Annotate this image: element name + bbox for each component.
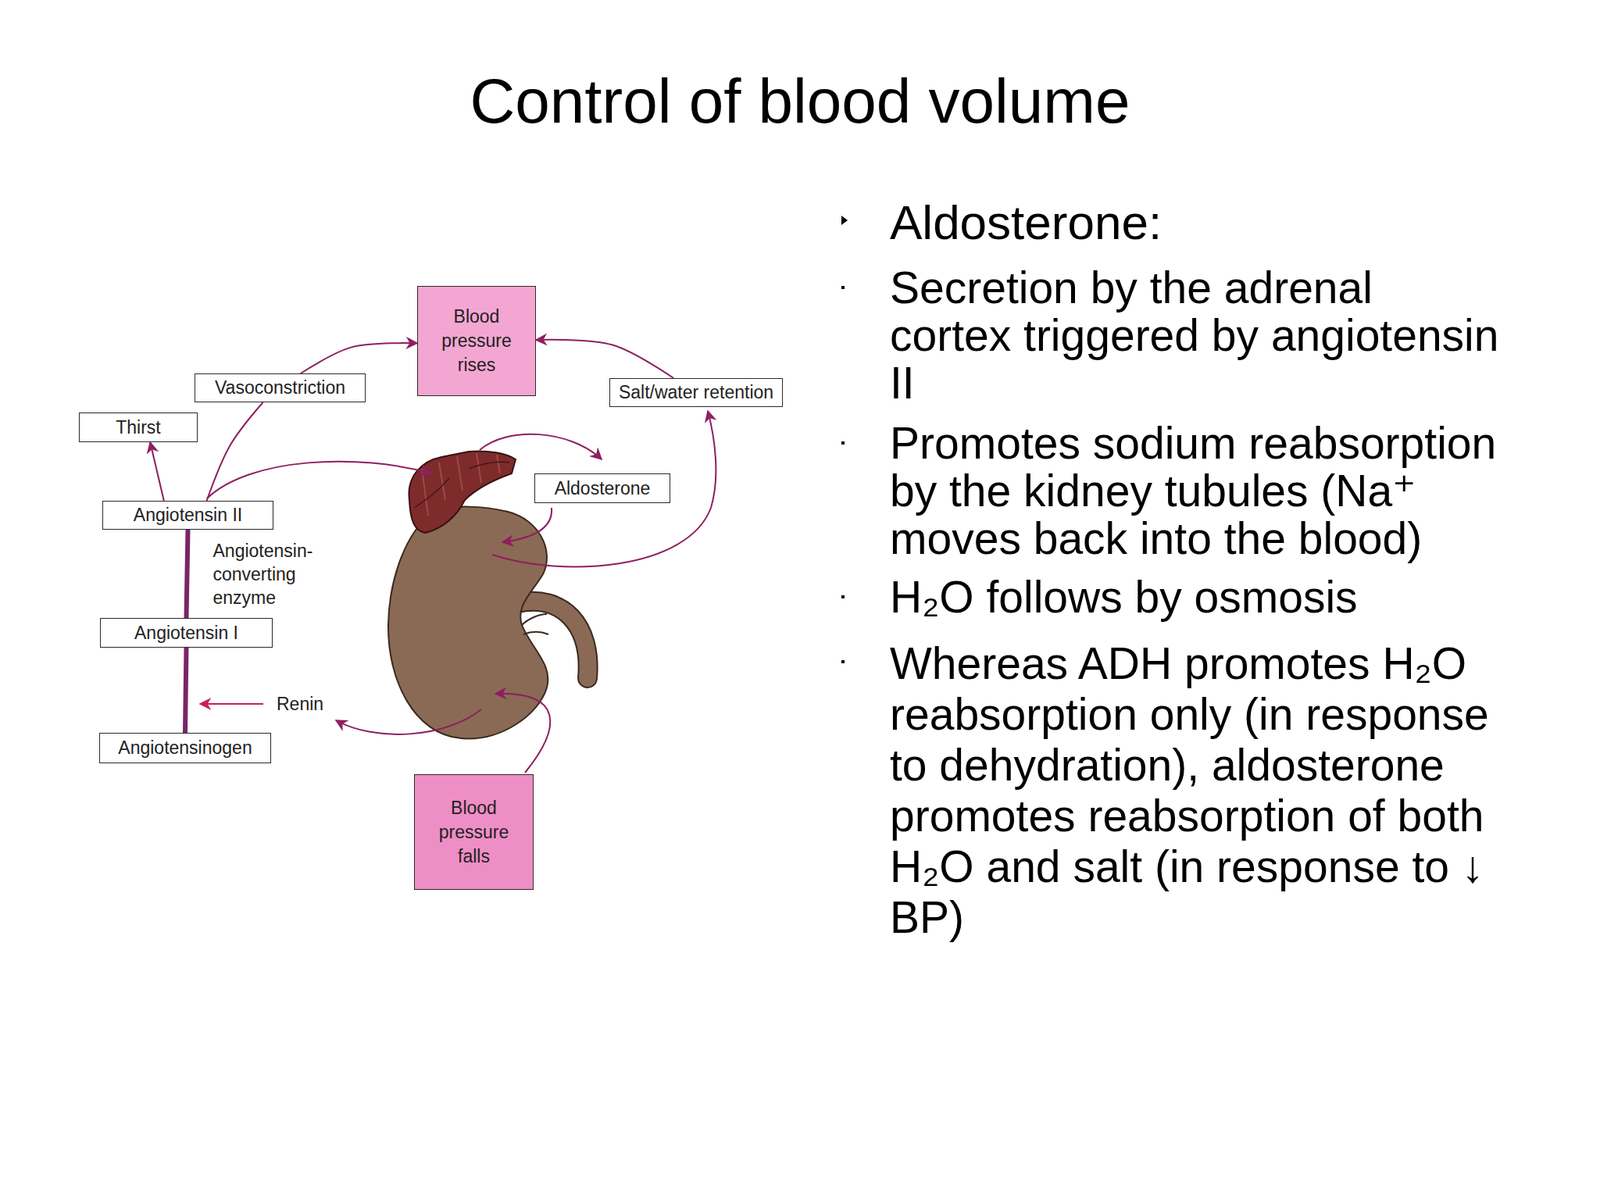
hormone-box: Angiotensin II <box>102 500 274 530</box>
box-text: Angiotensinogen <box>117 735 252 761</box>
hormone-arrow <box>479 434 602 460</box>
effect-box: Thirst <box>78 412 198 443</box>
connector-arrow <box>186 529 189 618</box>
edge-label: Angiotensin-converting enzyme <box>213 539 331 610</box>
box-text: Angiotensin II <box>133 503 243 528</box>
ureter <box>517 601 589 679</box>
connector-arrow <box>300 342 418 374</box>
effect-box: Salt/water retention <box>609 378 783 408</box>
connector-arrow <box>185 647 187 733</box>
slide-title: Control of blood volume <box>0 64 1600 140</box>
box-text: Salt/water retention <box>618 380 774 405</box>
bullet-heading: Aldosterone: <box>889 196 1503 249</box>
adrenal-texture <box>421 453 500 516</box>
connector-arrow <box>207 402 264 501</box>
precursor-box: Angiotensinogen <box>99 732 272 764</box>
hormone-arrow <box>207 461 432 499</box>
secretion-arrow <box>335 709 482 735</box>
box-text: Vasoconstriction <box>214 375 346 400</box>
hormone-box: Aldosterone <box>534 473 671 504</box>
connector-arrow <box>535 339 674 379</box>
bullet-text: Whereas ADH promotes H₂O reabsorption on… <box>889 638 1503 943</box>
stimulus-arrow <box>495 693 550 773</box>
box-text: Aldosterone <box>554 476 651 501</box>
bullet-text: H₂O follows by osmosis <box>889 573 1503 622</box>
renal-vessel <box>521 614 547 625</box>
box-text: Thirst <box>115 415 161 440</box>
bullet-text: Secretion by the adrenal cortex triggere… <box>889 264 1503 408</box>
bullet-text: Promotes sodium reabsorption by the kidn… <box>889 419 1503 563</box>
adrenal-gland <box>408 450 516 533</box>
enzyme-arrow <box>200 703 264 705</box>
state-box: Blood pressure rises <box>417 285 536 397</box>
ureter-outline <box>517 601 589 679</box>
hormone-box: Angiotensin I <box>100 617 273 648</box>
enzyme-label: Renin <box>276 692 371 716</box>
state-box: Blood pressure falls <box>414 774 534 890</box>
kidney <box>388 507 548 740</box>
hormone-arrow <box>502 507 552 543</box>
adrenal-texture <box>414 461 510 508</box>
effect-arrow <box>492 410 716 568</box>
box-text: Blood pressure rises <box>425 304 528 378</box>
effect-box: Vasoconstriction <box>194 373 366 403</box>
connector-arrow <box>150 442 165 501</box>
box-text: Blood pressure falls <box>422 796 525 869</box>
box-text: Angiotensin I <box>134 621 239 646</box>
renal-vessel <box>523 632 549 635</box>
